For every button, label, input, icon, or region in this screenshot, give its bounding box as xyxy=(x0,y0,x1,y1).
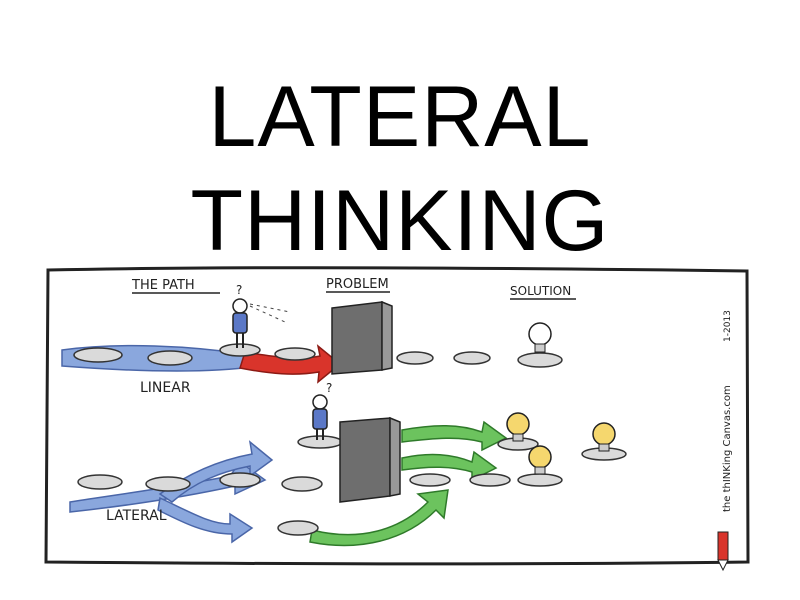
stepping-stone xyxy=(147,350,193,366)
credit-date: 1-2013 xyxy=(723,310,733,342)
title-line-2: THINKING xyxy=(190,173,610,269)
green-arrow-icon xyxy=(401,420,508,452)
credit-brand: the thINKing Canvas.com xyxy=(722,385,733,512)
stepping-stone xyxy=(469,473,511,487)
thinking-person-icon xyxy=(312,394,328,440)
label-linear: LINEAR xyxy=(140,380,191,396)
lightbulb-icon xyxy=(592,422,616,452)
stepping-stone xyxy=(73,347,123,363)
lateral-thinking-cartoon: THE PATH PROBLEM SOLUTION ? LINEAR xyxy=(44,266,750,572)
label-problem: PROBLEM xyxy=(326,277,389,292)
question-mark-lateral: ? xyxy=(326,381,332,395)
stepping-stone xyxy=(409,473,451,487)
cartoon-frame xyxy=(44,266,750,566)
stepping-stone xyxy=(517,352,563,368)
stepping-stone xyxy=(277,520,319,536)
stepping-stone xyxy=(145,476,191,492)
stepping-stone xyxy=(453,351,491,365)
label-lateral: LATERAL xyxy=(106,508,167,524)
wall-icon xyxy=(331,300,393,375)
stepping-stone xyxy=(219,343,261,357)
lateral-blue-arrow-icon xyxy=(69,460,267,513)
stepping-stone xyxy=(274,347,316,361)
lightbulb-icon xyxy=(528,445,552,475)
green-arrow-icon xyxy=(309,489,449,547)
stepping-stone xyxy=(297,435,343,449)
stepping-stone xyxy=(396,351,434,365)
question-mark: ? xyxy=(236,283,242,297)
title-line-1: LATERAL xyxy=(208,69,592,165)
wall-icon xyxy=(339,416,401,503)
lightbulb-icon xyxy=(506,412,530,442)
lateral-blue-arrow-icon xyxy=(158,440,274,503)
lateral-blue-arrow-icon xyxy=(157,496,254,544)
pencil-icon xyxy=(717,531,729,572)
stepping-stone xyxy=(219,472,261,488)
label-solution: SOLUTION xyxy=(510,284,571,298)
stepping-stone xyxy=(281,476,323,492)
label-the-path: THE PATH xyxy=(131,278,195,293)
person-icon xyxy=(232,298,248,348)
lightbulb-icon xyxy=(528,322,552,353)
stepping-stone xyxy=(517,473,563,487)
stepping-stone xyxy=(77,474,123,490)
